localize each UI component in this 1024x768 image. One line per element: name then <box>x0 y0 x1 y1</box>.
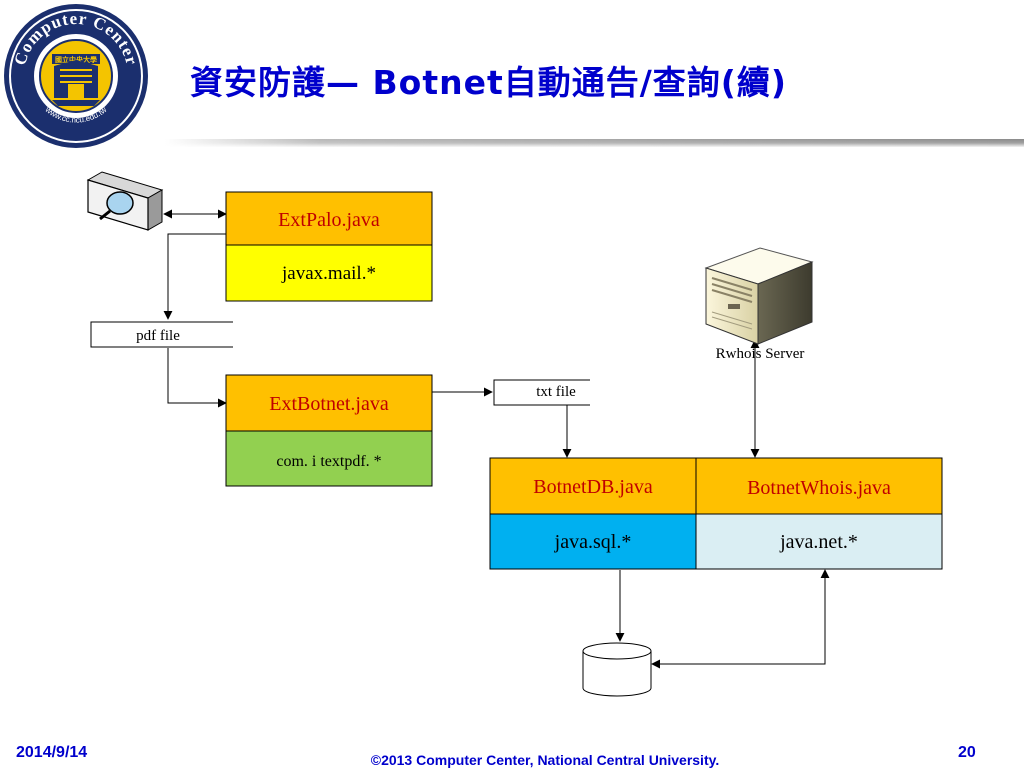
slide-title: 資安防護— Botnet自動通告/查詢(續) <box>190 63 787 102</box>
footer-copyright: ©2013 Computer Center, National Central … <box>370 752 720 768</box>
botnetdb-title: BotnetDB.java <box>533 476 653 498</box>
page-number: 20 <box>958 744 976 761</box>
rwhois-server-label: Rwhois Server <box>716 346 805 362</box>
botnetwhois-lib: java.net.* <box>779 531 858 553</box>
botnetwhois-box: BotnetWhois.java java.net.* <box>695 457 943 570</box>
txt-file-shape: txt file <box>493 379 590 406</box>
magnifier-device-icon <box>86 171 164 231</box>
botnetwhois-title: BotnetWhois.java <box>747 477 891 499</box>
title-divider <box>165 139 1024 147</box>
database-cylinder-icon <box>582 642 652 697</box>
extpalo-lib: javax.mail.* <box>281 263 376 284</box>
extbotnet-box: ExtBotnet.java com. i textpdf. * <box>225 374 433 487</box>
botnetdb-box: BotnetDB.java java.sql.* <box>489 457 697 570</box>
botnetdb-lib: java.sql.* <box>554 531 632 553</box>
footer-date: 2014/9/14 <box>16 744 88 761</box>
palo-to-pdf-arrow <box>163 233 226 320</box>
pdf-file-shape: pdf file <box>90 321 233 348</box>
database-whois-connector <box>651 569 830 669</box>
computer-center-logo: Computer Center www.cc.ncu.edu.tw 國立中央大學 <box>4 4 148 148</box>
logo-plaque-text: 國立中央大學 <box>55 55 97 64</box>
extbotnet-lib: com. i textpdf. * <box>276 453 381 470</box>
server-tower-icon <box>704 247 814 345</box>
extpalo-title: ExtPalo.java <box>278 209 380 231</box>
extbotnet-title: ExtBotnet.java <box>269 393 389 415</box>
pdf-to-botnet-arrow <box>167 348 227 408</box>
pdf-file-label: pdf file <box>136 328 180 344</box>
txt-file-label: txt file <box>536 384 576 400</box>
extpalo-box: ExtPalo.java javax.mail.* <box>225 191 433 302</box>
